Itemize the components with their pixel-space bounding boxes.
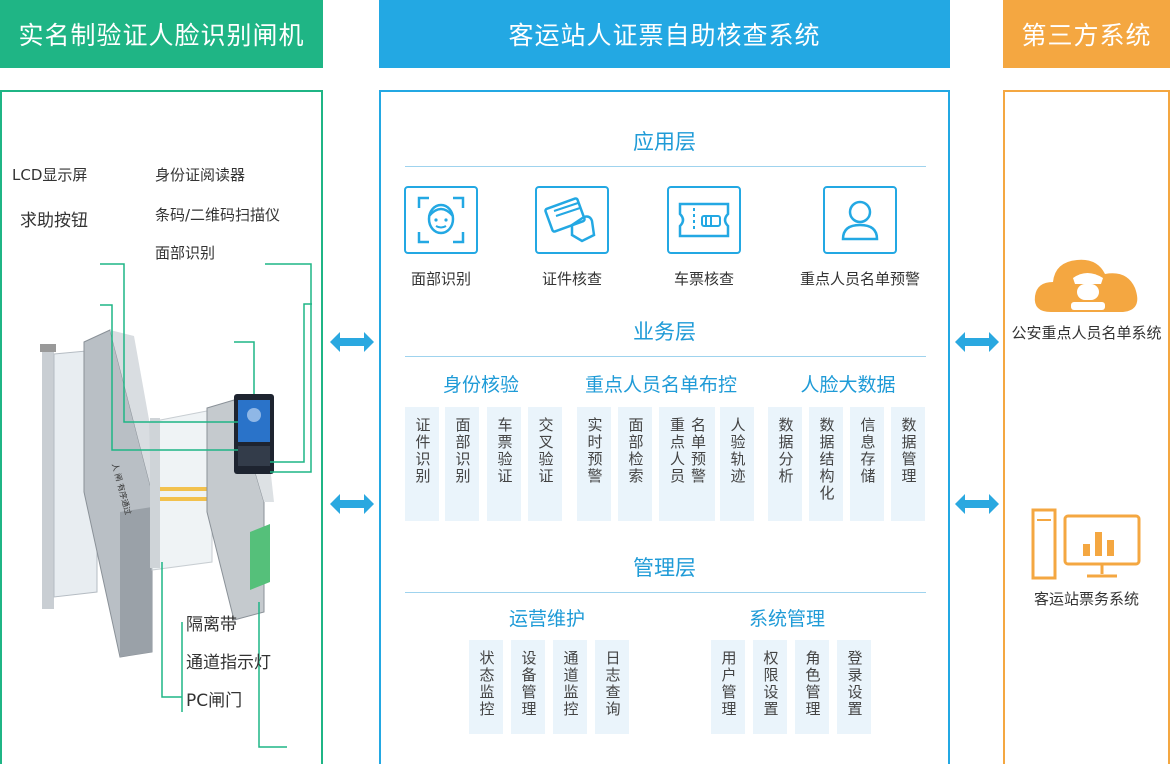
gate-header: 实名制验证人脸识别闸机 bbox=[0, 0, 323, 68]
right-arrow-top bbox=[955, 332, 999, 352]
business-cell: 面部识别 bbox=[445, 407, 479, 521]
ticketing-system-label: 客运站票务系统 bbox=[1033, 590, 1139, 608]
mgmt-cell: 角色管理 bbox=[795, 640, 829, 734]
group-ops-title: 运营维护 bbox=[508, 608, 585, 630]
business-cell: 信息存储 bbox=[850, 407, 884, 521]
app-item-watchlist: 重点人员名单预警 bbox=[775, 186, 945, 289]
indicator-light bbox=[250, 524, 270, 590]
group-watchlist-title: 重点人员名单布控 bbox=[584, 374, 737, 396]
app-item-label: 面部识别 bbox=[410, 270, 471, 288]
face-recognition-label: 面部识别 bbox=[155, 244, 216, 262]
left-post bbox=[42, 349, 54, 609]
police-system-label: 公安重点人员名单系统 bbox=[1011, 324, 1162, 342]
business-layer-divider bbox=[405, 356, 926, 357]
business-cell: 面部检索 bbox=[618, 407, 652, 521]
police-cloud-icon bbox=[1034, 259, 1138, 312]
left-arrow-top bbox=[330, 332, 374, 352]
business-cell: 证件识别 bbox=[405, 407, 439, 521]
right-arrow-bottom bbox=[955, 494, 999, 514]
app-item-label: 重点人员名单预警 bbox=[799, 270, 920, 288]
business-cell: 数据分析 bbox=[768, 407, 802, 521]
business-cell-double: 重点人员名单预警 bbox=[659, 407, 715, 521]
business-layer-title: 业务层 bbox=[633, 320, 696, 344]
system-header: 客运站人证票自助核查系统 bbox=[379, 0, 950, 68]
business-cell: 数据结构化 bbox=[809, 407, 843, 521]
mgmt-layer-title: 管理层 bbox=[633, 556, 696, 580]
pc-gate-label: PC闸门 bbox=[186, 691, 243, 711]
id-card-icon bbox=[535, 186, 609, 254]
business-cell: 交叉验证 bbox=[528, 407, 562, 521]
id-reader-label: 身份证阅读器 bbox=[155, 166, 246, 184]
app-layer-divider bbox=[405, 166, 926, 167]
warning-stripe bbox=[152, 487, 212, 491]
app-item-id: 证件核查 bbox=[497, 186, 647, 289]
isolation-label: 隔离带 bbox=[186, 615, 237, 635]
mgmt-cell: 状态监控 bbox=[469, 640, 503, 734]
lcd-label: LCD显示屏 bbox=[12, 166, 88, 184]
system-panel: 应用层 面部识别 证件核查 bbox=[379, 90, 950, 764]
gate-illustration: 人 闸 有序通过 bbox=[40, 263, 312, 748]
business-cell: 人验轨迹 bbox=[720, 407, 754, 521]
app-item-label: 证件核查 bbox=[541, 270, 602, 288]
third-party-panel: 公安重点人员名单系统 客运站票务系统 bbox=[1003, 90, 1170, 764]
person-icon bbox=[823, 186, 897, 254]
help-button-label: 求助按钮 bbox=[20, 211, 88, 231]
mgmt-cell: 登录设置 bbox=[837, 640, 871, 734]
group-sysmgmt-title: 系统管理 bbox=[748, 608, 825, 630]
gate-panel: 人 闸 有序通过 LCD显示屏 求助按钮 身份证阅读器 条码/二维码扫描仪 面部… bbox=[0, 90, 323, 764]
mgmt-cell: 设备管理 bbox=[511, 640, 545, 734]
third-party-header: 第三方系统 bbox=[1003, 0, 1170, 68]
app-item-ticket: 车票核查 bbox=[629, 186, 779, 289]
business-cell: 数据管理 bbox=[891, 407, 925, 521]
mgmt-cell: 用户管理 bbox=[711, 640, 745, 734]
mgmt-layer-divider bbox=[405, 592, 926, 593]
group-identity-title: 身份核验 bbox=[442, 374, 519, 396]
face-scan-icon bbox=[404, 186, 478, 254]
left-arrow-bottom bbox=[330, 494, 374, 514]
app-layer-title: 应用层 bbox=[633, 130, 696, 154]
mgmt-cell: 权限设置 bbox=[753, 640, 787, 734]
ticketing-system-icon bbox=[1031, 508, 1141, 580]
mgmt-cell: 日志查询 bbox=[595, 640, 629, 734]
mgmt-cell: 通道监控 bbox=[553, 640, 587, 734]
group-bigdata-title: 人脸大数据 bbox=[800, 374, 896, 396]
app-item-face: 面部识别 bbox=[366, 186, 516, 289]
indicator-label: 通道指示灯 bbox=[186, 653, 271, 673]
business-cell: 车票验证 bbox=[487, 407, 521, 521]
ticket-icon bbox=[667, 186, 741, 254]
scanner-label: 条码/二维码扫描仪 bbox=[155, 206, 281, 224]
app-item-label: 车票核查 bbox=[673, 270, 734, 288]
business-cell: 实时预警 bbox=[577, 407, 611, 521]
